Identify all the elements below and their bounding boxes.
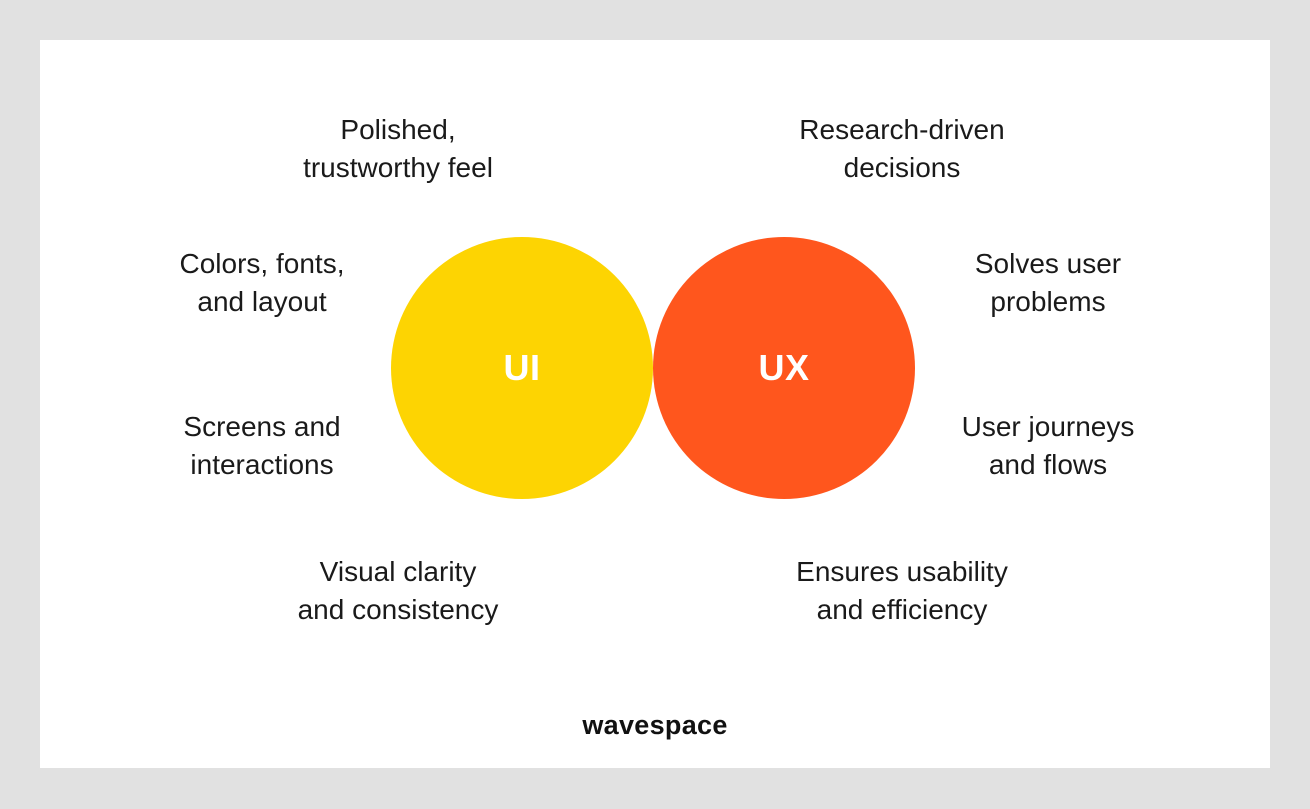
ux-trait-user-journeys: User journeys and flows: [961, 411, 1135, 480]
diagram-card: Polished, trustworthy feel Colors, fonts…: [40, 40, 1270, 768]
ui-trait-polished: Polished, trustworthy feel: [303, 114, 493, 183]
ux-circle: UX: [653, 237, 915, 499]
ui-trait-visual-clarity: Visual clarity and consistency: [297, 556, 499, 625]
ux-circle-label: UX: [758, 347, 810, 388]
ux-trait-solves-problems: Solves user problems: [974, 248, 1122, 317]
ui-circle: UI: [391, 237, 653, 499]
ui-circle-label: UI: [503, 347, 541, 388]
ui-trait-screens-interactions: Screens and interactions: [183, 411, 341, 480]
ui-trait-colors-fonts-layout: Colors, fonts, and layout: [179, 248, 345, 317]
wavespace-logo: wavespace: [582, 710, 728, 740]
ux-trait-research-driven: Research-driven decisions: [799, 114, 1005, 183]
ux-trait-usability-efficiency: Ensures usability and efficiency: [796, 556, 1008, 625]
